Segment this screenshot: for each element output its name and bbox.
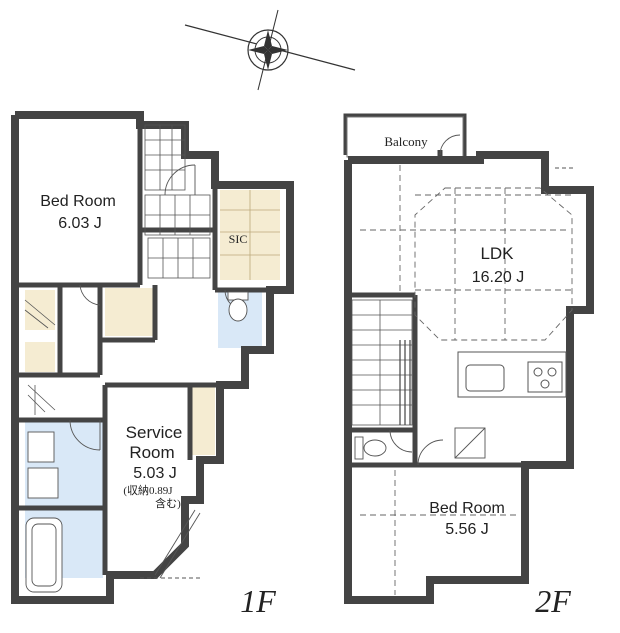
closet-area: [25, 290, 55, 330]
storage-area: [105, 288, 153, 336]
balcony-label: Balcony: [384, 134, 428, 149]
floor-1f-label: 1F: [240, 583, 276, 619]
closet-area-2: [25, 342, 55, 372]
bedroom-1f-name: Bed Room: [40, 193, 116, 210]
service-closet-area: [190, 385, 215, 455]
service-room-name-2: Room: [129, 443, 174, 462]
fridge-space: [454, 427, 486, 459]
ldk-size: 16.20 J: [472, 269, 524, 286]
kitchen-counter: [457, 351, 567, 398]
bedroom-2f-size: 5.56 J: [445, 521, 489, 538]
service-room-note-2: 含む): [155, 496, 181, 510]
toilet-1f-icon: [227, 291, 249, 322]
stairs-1f: [144, 124, 211, 279]
floor-2f: Balcony LDK 16.20 J Bed Room 5.56 J 2F: [343, 113, 594, 619]
sic-label: SIC: [229, 232, 248, 246]
outer-wall-2f: [344, 151, 594, 604]
floor-2f-label: 2F: [535, 583, 571, 619]
bedroom-1f-size: 6.03 J: [58, 215, 102, 232]
balcony-rail: [343, 113, 467, 160]
bedroom-2f-name: Bed Room: [429, 500, 505, 517]
washer-icon: [27, 467, 59, 499]
floor-1f: Bed Room 6.03 J SIC Service Room 5.03 J …: [11, 111, 294, 619]
stairs-2f: [351, 299, 413, 426]
compass-rose-icon: [184, 9, 356, 91]
washbasin-icon: [27, 431, 55, 463]
service-room-size: 5.03 J: [133, 465, 177, 482]
service-room-note-1: (収納0.89J: [123, 484, 173, 497]
service-room-name-1: Service: [126, 423, 183, 442]
ldk-name: LDK: [480, 244, 514, 263]
sink-icon: [465, 364, 505, 392]
toilet-2f-icon: [354, 436, 387, 460]
